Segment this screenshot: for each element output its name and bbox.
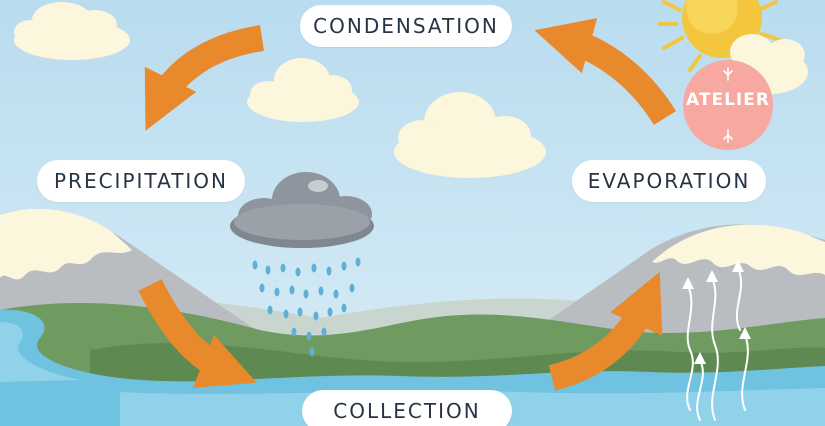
badge-text: ATELIER	[686, 90, 770, 110]
cloud-center-large	[394, 92, 546, 178]
arrow-precipitation-to-collection	[138, 279, 257, 388]
precipitation-label: PRECIPITATION	[37, 160, 245, 202]
arrow-collection-to-evaporation	[548, 271, 663, 391]
condensation-label: CONDENSATION	[300, 5, 512, 47]
cycle-arrows	[138, 18, 677, 391]
badge-decoration	[723, 67, 733, 143]
atelier-badge: ATELIER	[683, 60, 773, 150]
cloud-center-small	[247, 58, 359, 122]
vapor-arrows	[686, 267, 749, 421]
rain-cloud-icon	[230, 172, 374, 248]
rain-drops	[252, 257, 361, 357]
evaporation-label: EVAPORATION	[572, 160, 766, 202]
mountain-right	[520, 224, 825, 360]
cloud-top-left	[14, 2, 130, 60]
arrow-evaporation-to-condensation	[534, 18, 677, 126]
vapor-arrowheads	[682, 260, 751, 364]
collection-label: COLLECTION	[302, 390, 512, 426]
arrow-condensation-to-precipitation	[144, 25, 265, 131]
